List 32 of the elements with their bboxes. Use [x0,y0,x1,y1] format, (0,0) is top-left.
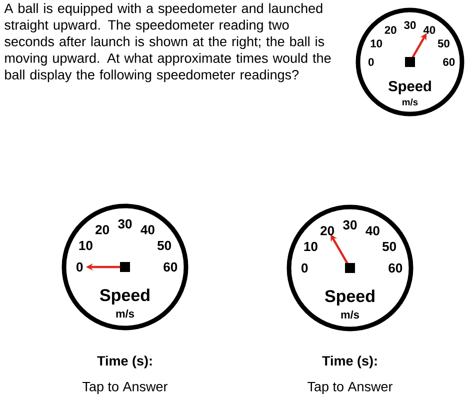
dial-title: Speed [388,80,431,94]
tick-label: 40 [423,26,436,34]
tick-label: 60 [443,58,455,66]
time-heading: Time (s): [322,356,377,368]
tick-label: 50 [382,242,396,252]
tick-label: 20 [96,225,109,234]
tick-label: 50 [438,40,450,48]
unit-label: m/s [116,310,134,318]
answer-link: Tap to Answer [82,382,168,394]
tick-label: 40 [140,225,154,234]
dial-title: Speed [324,290,374,306]
time-heading: Time (s): [97,356,152,368]
question-text: A ball is equipped with a speedometer and launched straight upward. The speedometer reading two seconds after launch is shown at the right; the ball is moving upward. At what approximate times would the ball display the following speedometer readings? [4,3,331,82]
tick-label: 20 [320,226,334,236]
tick-label: 0 [368,58,374,66]
tick-label: 60 [388,263,402,273]
unit-label: m/s [402,98,418,106]
tick-label: 60 [164,262,178,272]
tick-label: 30 [404,21,416,30]
tick-label: 10 [370,40,382,48]
tick-label: 50 [157,240,171,250]
tick-label: 20 [384,26,396,34]
dial-title: Speed [100,288,150,304]
answer-link: Tap to Answer [308,382,393,394]
unit-label: m/s [341,310,360,319]
tick-label: 40 [366,226,380,236]
tick-label: 10 [79,240,92,250]
tick-label: 0 [76,262,83,272]
tick-label: 10 [304,242,318,252]
tick-label: 30 [118,219,132,228]
tick-label: 30 [343,220,357,230]
tick-label: 0 [302,263,308,273]
